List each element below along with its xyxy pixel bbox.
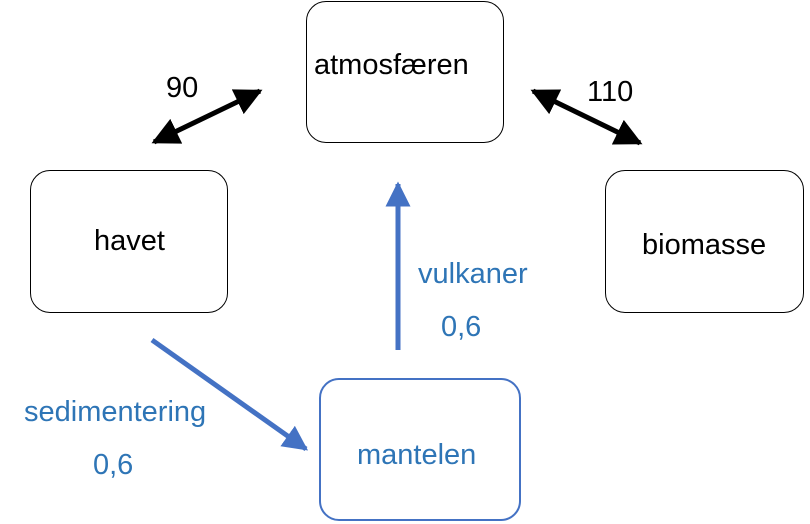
biomass-label: biomasse <box>642 229 767 261</box>
ocean-label: havet <box>94 225 165 257</box>
sedimentation-arrow <box>150 337 309 452</box>
mantle-box <box>319 378 521 521</box>
atmosphere-box <box>306 1 504 143</box>
ocean-atmosphere-value: 90 <box>166 72 199 104</box>
atmosphere-biomass-arrow <box>530 88 643 146</box>
ocean-box <box>30 170 228 313</box>
sedimentation-label: sedimentering <box>24 396 207 428</box>
ocean-atmosphere-arrow <box>151 88 263 145</box>
biomass-box <box>605 170 804 313</box>
mantle-label: mantelen <box>357 439 477 471</box>
volcano-value: 0,6 <box>441 311 482 343</box>
atmosphere-label: atmosfæren <box>314 49 469 81</box>
volcano-label: vulkaner <box>418 258 528 290</box>
atmosphere-biomass-value: 110 <box>587 76 634 108</box>
sedimentation-value: 0,6 <box>93 449 134 481</box>
